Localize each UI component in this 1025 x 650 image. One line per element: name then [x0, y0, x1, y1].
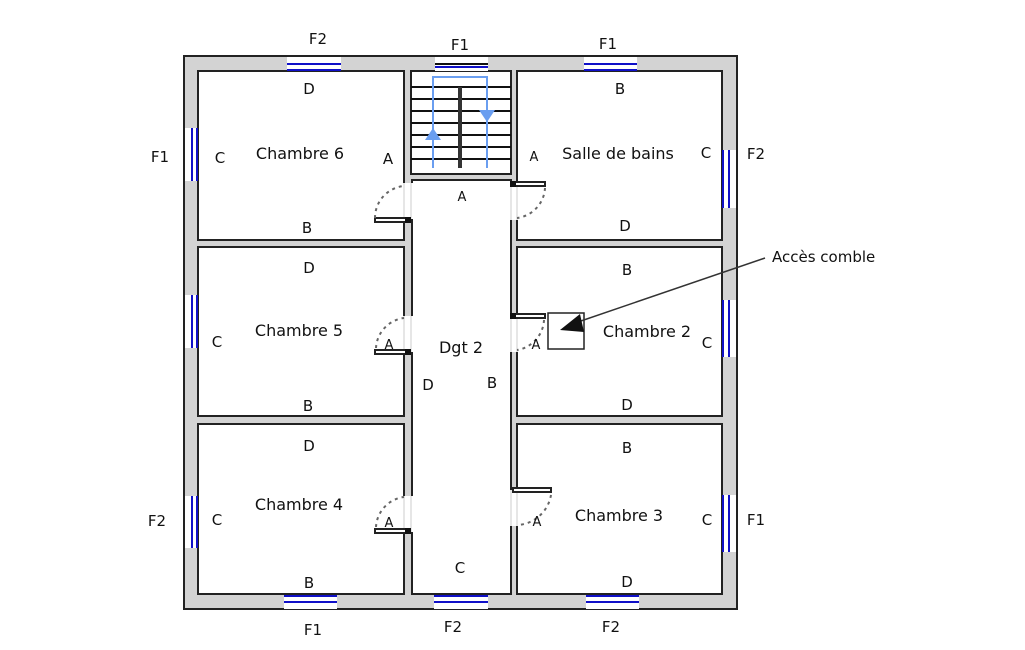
wall-label-ch2-bottom: D [621, 396, 633, 414]
room-name-dgt-2: Dgt 2 [439, 338, 483, 357]
room-chambre-3[interactable] [516, 423, 723, 595]
room-name-chambre-5: Chambre 5 [255, 321, 343, 340]
wall-label-dgt-bottom: C [455, 559, 465, 577]
wall-label-ch2-top: B [622, 261, 632, 279]
window-bottom-2 [434, 595, 488, 609]
door-salle-de-bains[interactable] [510, 181, 546, 220]
wall-label-dgt-left: D [422, 376, 434, 394]
wall-label-ch4-bottom: B [304, 574, 314, 592]
room-name-chambre-6: Chambre 6 [256, 144, 344, 163]
window-label-top-3: F1 [599, 35, 617, 53]
window-left-2 [185, 295, 198, 348]
window-bottom-1 [284, 595, 337, 609]
door-chambre-4[interactable] [374, 496, 413, 534]
wall-label-ch2-right: C [702, 334, 712, 352]
stair-path-arrow [432, 76, 488, 168]
room-name-salle-de-bains: Salle de bains [562, 144, 674, 163]
window-top-3 [584, 57, 637, 71]
door-chambre-3[interactable] [510, 487, 552, 526]
wall-label-sdb-bottom: D [619, 217, 631, 235]
window-label-bottom-3: F2 [602, 618, 620, 636]
window-right-3 [722, 495, 736, 552]
wall-label-ch5-bottom: B [303, 397, 313, 415]
annotation-leader-line [574, 257, 766, 324]
window-right-1 [722, 150, 736, 208]
room-name-chambre-3: Chambre 3 [575, 506, 663, 525]
window-label-right-1: F2 [747, 145, 765, 163]
wall-label-ch3-bottom: D [621, 573, 633, 591]
wall-label-ch3-right: C [702, 511, 712, 529]
window-label-bottom-1: F1 [304, 621, 322, 639]
room-dgt-2[interactable] [411, 179, 512, 595]
window-label-top-2: F1 [451, 36, 469, 54]
window-label-left-1: F1 [151, 148, 169, 166]
window-label-top-1: F2 [309, 30, 327, 48]
wall-label-ch5-top: D [303, 259, 315, 277]
door-chambre-6[interactable] [373, 183, 413, 223]
room-salle-de-bains[interactable] [516, 70, 723, 241]
wall-label-ch6-bottom: B [302, 219, 312, 237]
arrow-down-icon [479, 110, 495, 122]
room-name-chambre-4: Chambre 4 [255, 495, 343, 514]
window-top-1 [287, 57, 341, 71]
arrow-up-icon [425, 128, 441, 140]
door-chambre-5[interactable] [374, 316, 413, 355]
wall-label-sdb-right: C [701, 144, 711, 162]
window-left-3 [185, 496, 198, 548]
wall-label-ch5-left: C [212, 333, 222, 351]
wall-label-ch5-right: A [385, 338, 394, 353]
annotation-label: Accès comble [772, 248, 875, 266]
window-bottom-3 [586, 595, 639, 609]
wall-label-dgt-top: A [458, 190, 467, 205]
staircase [411, 76, 511, 168]
wall-label-ch6-left: C [215, 149, 225, 167]
wall-label-ch2-left: A [532, 338, 541, 353]
wall-label-ch6-top: D [303, 80, 315, 98]
wall-label-ch4-left: C [212, 511, 222, 529]
wall-label-ch3-left: A [533, 515, 542, 530]
wall-label-sdb-top: B [615, 80, 625, 98]
room-chambre-4[interactable] [197, 423, 405, 595]
wall-label-ch6-right: A [383, 150, 394, 168]
wall-label-ch4-right: A [385, 516, 394, 531]
window-right-2 [722, 300, 736, 357]
door-chambre-2[interactable] [510, 313, 546, 352]
window-label-left-3: F2 [148, 512, 166, 530]
window-top-2 [435, 57, 488, 71]
window-label-bottom-2: F2 [444, 618, 462, 636]
room-name-chambre-2: Chambre 2 [603, 322, 691, 341]
wall-label-dgt-right: B [487, 374, 497, 392]
room-chambre-5[interactable] [197, 246, 405, 417]
annotation-arrowhead-icon [560, 314, 584, 332]
window-left-1 [185, 128, 198, 181]
window-label-right-3: F1 [747, 511, 765, 529]
wall-label-ch4-top: D [303, 437, 315, 455]
wall-label-ch3-top: B [622, 439, 632, 457]
wall-label-sdb-left: A [530, 150, 539, 165]
room-chambre-6[interactable] [197, 70, 405, 241]
